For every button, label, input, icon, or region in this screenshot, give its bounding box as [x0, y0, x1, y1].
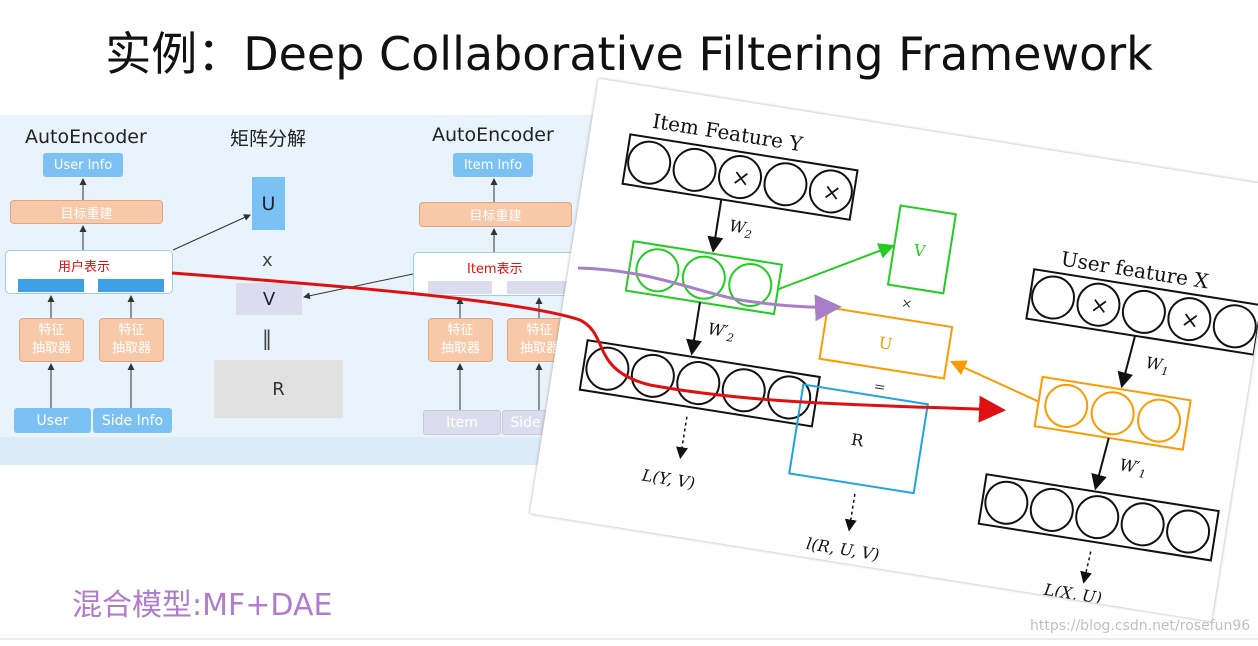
user-feature-x-nodes	[1031, 275, 1257, 349]
page-title: 实例：Deep Collaborative Filtering Framewor…	[105, 27, 1153, 81]
paper-v-label: V	[911, 240, 927, 261]
paper-figure: Item Feature Y × × W2 W′2 L(Y, V) V ×	[529, 78, 1258, 622]
paper-v-matrix	[886, 204, 958, 295]
mf-times-sign: x	[262, 250, 273, 271]
user-info-box: User Info	[43, 153, 123, 177]
item-repr-bar-2	[507, 281, 571, 294]
user-feature-x-layer	[1025, 268, 1258, 356]
watermark: https://blog.csdn.net/rosefun96	[1030, 618, 1251, 634]
w2-label: W2	[727, 216, 754, 241]
mf-title: 矩阵分解	[230, 128, 307, 150]
item-hidden-nodes	[635, 248, 773, 307]
item-feature-y-nodes	[627, 140, 853, 214]
paper-u-label: U	[877, 333, 893, 354]
user-representation-link	[171, 271, 1006, 423]
user-input-box: User	[14, 408, 91, 433]
item-feature-cross-1: ×	[730, 165, 752, 193]
w1-prime-label: W′1	[1118, 455, 1148, 481]
mf-r-matrix: R	[214, 360, 343, 418]
paper-r-label: R	[850, 430, 866, 451]
left-feature-extractor-2: 特征 抽取器	[99, 318, 164, 362]
mf-u-matrix: U	[252, 177, 285, 230]
user-feature-cross-2: ×	[1179, 307, 1201, 335]
left-autoencoder-title: AutoEncoder	[25, 126, 147, 148]
hybrid-model-label: 混合模型:MF+DAE	[72, 588, 333, 623]
mf-v-matrix: V	[236, 283, 302, 315]
user-hidden-layer	[1033, 375, 1192, 451]
right-autoencoder-title: AutoEncoder	[432, 124, 554, 146]
paper-u-matrix	[818, 306, 954, 380]
item-info-box: Item Info	[453, 153, 533, 177]
mf-equals-sign: ‖	[262, 326, 272, 350]
paper-r-matrix	[788, 383, 929, 495]
item-feature-y-layer	[621, 133, 859, 221]
item-repr-bar-1	[428, 281, 492, 294]
left-reconstruction-box: 目标重建	[10, 200, 163, 224]
item-feature-cross-2: ×	[821, 179, 843, 207]
right-feature-extractor-1: 特征 抽取器	[428, 318, 493, 362]
item-representation-label: Item表示	[467, 262, 523, 277]
left-connectors	[47, 178, 543, 410]
user-representation-label: 用户表示	[58, 260, 111, 275]
item-output-nodes	[585, 346, 812, 420]
side-info-input-box: Side Info	[93, 408, 172, 433]
item-input-box: Item	[423, 410, 501, 435]
right-reconstruction-box: 目标重建	[419, 202, 572, 227]
w1-label: W1	[1144, 353, 1171, 378]
w2-prime-label: W′2	[706, 319, 736, 345]
user-output-nodes	[984, 480, 1211, 554]
paper-equals-sign: =	[873, 379, 887, 397]
background-band-bottom	[0, 437, 540, 465]
paper-times-sign: ×	[900, 296, 913, 313]
item-representation-link	[577, 266, 842, 322]
user-output-layer	[977, 473, 1220, 562]
user-feature-cross-1: ×	[1088, 293, 1110, 321]
left-feature-extractor-1: 特征 抽取器	[19, 318, 84, 362]
user-repr-bar-1	[18, 279, 84, 292]
user-hidden-nodes	[1044, 383, 1182, 443]
footer-line	[0, 638, 1258, 640]
user-repr-bar-2	[98, 279, 164, 292]
